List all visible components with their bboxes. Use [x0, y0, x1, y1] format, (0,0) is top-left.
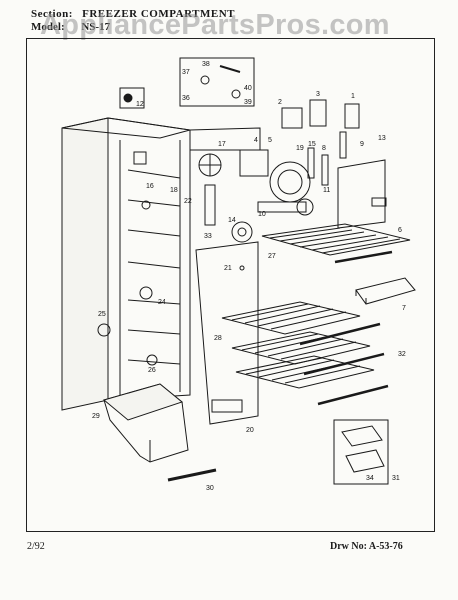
shelf-rail-upper: [334, 250, 393, 264]
callout-40: 40: [244, 85, 252, 92]
section-header: Section: FREEZER COMPARTMENT: [31, 8, 235, 20]
callout-5: 5: [268, 137, 272, 144]
callout-1: 1: [351, 93, 355, 100]
callout-2: 2: [278, 99, 282, 106]
trim-strip: [167, 468, 217, 482]
model-value: NS-17: [81, 21, 111, 33]
callout-32: 32: [398, 351, 406, 358]
callout-16: 16: [146, 183, 154, 190]
callout-10: 10: [258, 211, 266, 218]
fan-assembly: [198, 149, 314, 243]
callout-33: 33: [204, 233, 212, 240]
part-callouts: 1 2 3 4 5 6 7 8 9 10 11 12 13 14 15 16 1…: [92, 61, 406, 492]
callout-31: 31: [392, 475, 400, 482]
callout-11: 11: [323, 187, 330, 194]
callout-14: 14: [228, 217, 236, 224]
callout-39: 39: [244, 99, 252, 106]
rear-panel: [337, 159, 386, 229]
callout-34: 34: [366, 475, 374, 482]
shelf-rails: [299, 322, 389, 406]
door-bin: [102, 383, 189, 463]
small-hardware: [119, 57, 255, 109]
callout-18: 18: [170, 187, 178, 194]
callout-7: 7: [402, 305, 406, 312]
rear-wall-panel: [195, 241, 259, 425]
model-header: Model: NS-17: [31, 21, 110, 33]
callout-22: 22: [184, 198, 192, 205]
diagram-frame: [26, 38, 435, 532]
callout-21: 21: [224, 265, 232, 272]
watermark-text: AppliancePartsPros.com: [40, 9, 390, 41]
callout-38: 38: [202, 61, 210, 68]
callout-26: 26: [148, 367, 156, 374]
callout-29: 29: [92, 413, 100, 420]
rear-panel-tab: [371, 197, 387, 207]
callout-13: 13: [378, 135, 386, 142]
upper-wire-shelf: [261, 223, 411, 256]
callout-15: 15: [308, 141, 316, 148]
callout-17: 17: [218, 141, 226, 148]
left-side-parts: [97, 151, 158, 366]
thermostat-parts: [281, 99, 360, 186]
callout-3: 3: [316, 91, 320, 98]
callout-28: 28: [214, 335, 222, 342]
callout-30: 30: [206, 485, 214, 492]
callout-8: 8: [322, 145, 326, 152]
drawing-date: 2/92: [27, 541, 45, 552]
callout-36: 36: [182, 95, 190, 102]
callout-6: 6: [398, 227, 402, 234]
drawing-number: Drw No: A-53-76: [330, 541, 403, 552]
callout-37: 37: [182, 69, 190, 76]
model-label: Model:: [31, 21, 65, 33]
callout-4: 4: [254, 137, 258, 144]
callout-24: 24: [158, 299, 166, 306]
callout-19: 19: [296, 145, 304, 152]
section-label: Section:: [31, 8, 73, 20]
lower-wire-shelves: [221, 301, 375, 389]
callout-9: 9: [360, 141, 364, 148]
ice-bin-inset: [333, 419, 389, 485]
section-title: FREEZER COMPARTMENT: [82, 8, 235, 20]
callout-25: 25: [98, 311, 106, 318]
callout-12: 12: [136, 101, 144, 108]
callout-27: 27: [268, 253, 276, 260]
callout-20: 20: [246, 427, 254, 434]
freezer-cabinet: [61, 117, 261, 411]
ice-tray: [355, 277, 416, 305]
